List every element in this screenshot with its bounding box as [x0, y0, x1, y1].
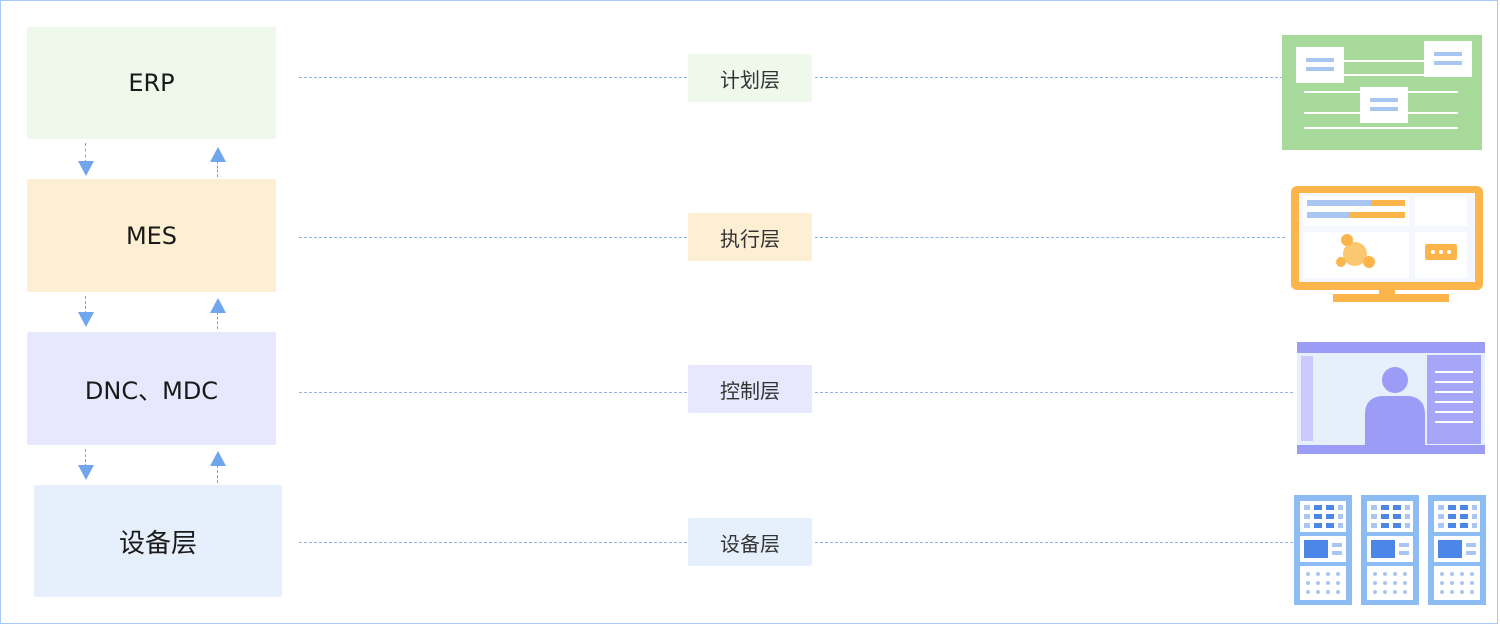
connector-line — [815, 542, 1293, 543]
arrow-down-icon — [78, 465, 94, 480]
erp-box: ERP — [27, 27, 276, 139]
arrow-down-shaft — [85, 296, 86, 314]
dnc-mdc-box-label: DNC、MDC — [84, 377, 219, 405]
erp-box-label: ERP — [128, 69, 175, 97]
arrow-down-shaft — [85, 143, 86, 163]
arrow-up-icon — [210, 298, 226, 313]
layer-label-text: 控制层 — [720, 378, 780, 403]
connector-line — [299, 77, 687, 78]
mes-box: MES — [27, 179, 276, 292]
arrow-up-shaft — [217, 161, 218, 177]
equipment-box-label: 设备层 — [118, 528, 197, 559]
dnc-mdc-box: DNC、MDC — [27, 332, 276, 445]
planning-board-icon — [1282, 35, 1482, 150]
mes-box-label: MES — [125, 221, 178, 250]
equipment-box: 设备层 — [34, 485, 282, 597]
arrow-up-icon — [210, 451, 226, 466]
connector-line — [299, 237, 687, 238]
arrow-down-icon — [78, 312, 94, 327]
planning-layer-label: 计划层 — [688, 54, 812, 102]
connector-line — [815, 77, 1283, 78]
arrow-up-shaft — [217, 312, 218, 329]
server-racks-icon — [1294, 495, 1486, 605]
connector-line — [299, 542, 687, 543]
arrow-down-icon — [78, 161, 94, 176]
layer-label-text: 设备层 — [720, 531, 780, 556]
execution-layer-label: 执行层 — [688, 213, 812, 261]
arrow-up-shaft — [217, 465, 218, 483]
control-layer-label: 控制层 — [688, 365, 812, 413]
monitor-dashboard-icon — [1291, 186, 1483, 302]
operator-screen-icon — [1297, 342, 1485, 454]
layer-label-text: 计划层 — [720, 67, 780, 92]
connector-line — [815, 237, 1285, 238]
arrow-up-icon — [210, 147, 226, 162]
connector-line — [815, 392, 1293, 393]
arrow-down-shaft — [85, 449, 86, 467]
connector-line — [299, 392, 687, 393]
layer-label-text: 执行层 — [720, 226, 780, 251]
equipment-layer-label: 设备层 — [688, 518, 812, 566]
